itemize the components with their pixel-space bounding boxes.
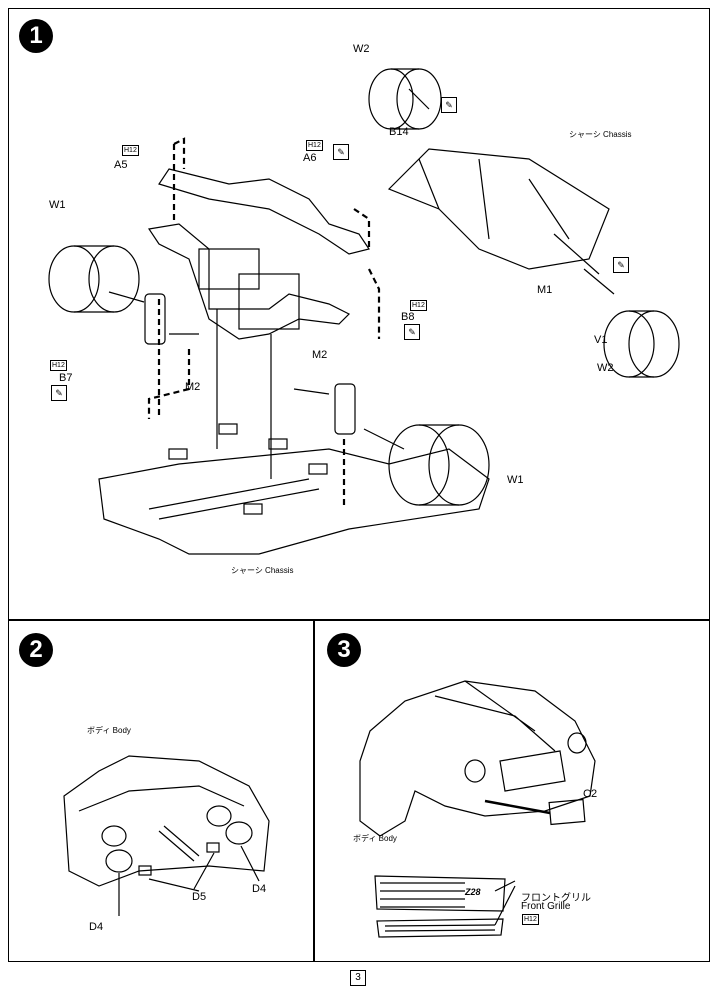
glue-bottle-icon: ✎: [51, 385, 67, 401]
glue-bottle-icon: ✎: [441, 97, 457, 113]
label-body: ボディ Body: [353, 834, 397, 843]
glue-bottle-icon: ✎: [613, 257, 629, 273]
step-3-panel: 3 C2 ボディ Body フロントグリル Front Grille H12 Z…: [314, 620, 710, 962]
label-w1-left: W1: [49, 199, 66, 211]
label-chassis-bottom: シャーシ Chassis: [231, 566, 294, 575]
label-h12-a5: H12: [122, 144, 139, 156]
label-b14: B14: [389, 126, 409, 138]
page-number: 3: [350, 970, 366, 986]
chassis-assembly-drawing: [48, 68, 680, 555]
label-d4-left: D4: [89, 921, 104, 933]
label-d5: D5: [192, 891, 207, 903]
label-body: ボディ Body: [87, 726, 131, 735]
step-1-number: 1: [19, 19, 53, 53]
body-rear-drawing: [63, 755, 270, 916]
label-front-grille-jp: フロントグリル: [521, 893, 591, 904]
label-w2-top: W2: [353, 43, 370, 55]
step-2-number: 2: [19, 633, 53, 667]
label-a5: A5: [114, 159, 128, 171]
label-b8: B8: [401, 311, 415, 323]
glue-bottle-icon: ✎: [404, 324, 420, 340]
label-h12-b7: H12: [50, 359, 67, 371]
label-h12-a6: H12: [306, 139, 323, 151]
label-a6: A6: [303, 152, 317, 164]
label-m1: M1: [537, 284, 553, 296]
label-m2-right: M2: [312, 349, 328, 361]
label-w2-right: W2: [597, 362, 614, 374]
front-body-drawing: [359, 680, 596, 938]
grille-emblem: Z28: [465, 887, 481, 897]
label-w1-right: W1: [507, 474, 524, 486]
step-1-panel: 1: [8, 8, 710, 620]
label-m2-left: M2: [185, 381, 201, 393]
label-h12-b8: H12: [410, 299, 427, 311]
label-b7: B7: [59, 372, 73, 384]
label-c2: C2: [583, 788, 598, 800]
step-3-number: 3: [327, 633, 361, 667]
label-chassis-top: シャーシ Chassis: [569, 130, 632, 139]
label-v1: V1: [594, 334, 608, 346]
glue-bottle-icon: ✎: [333, 144, 349, 160]
step-2-panel: 2 ボディ Body D4 D5 D4: [8, 620, 314, 962]
label-d4-right: D4: [252, 883, 267, 895]
label-h12: H12: [522, 913, 539, 925]
label-front-grille-en: Front Grille: [521, 901, 571, 912]
